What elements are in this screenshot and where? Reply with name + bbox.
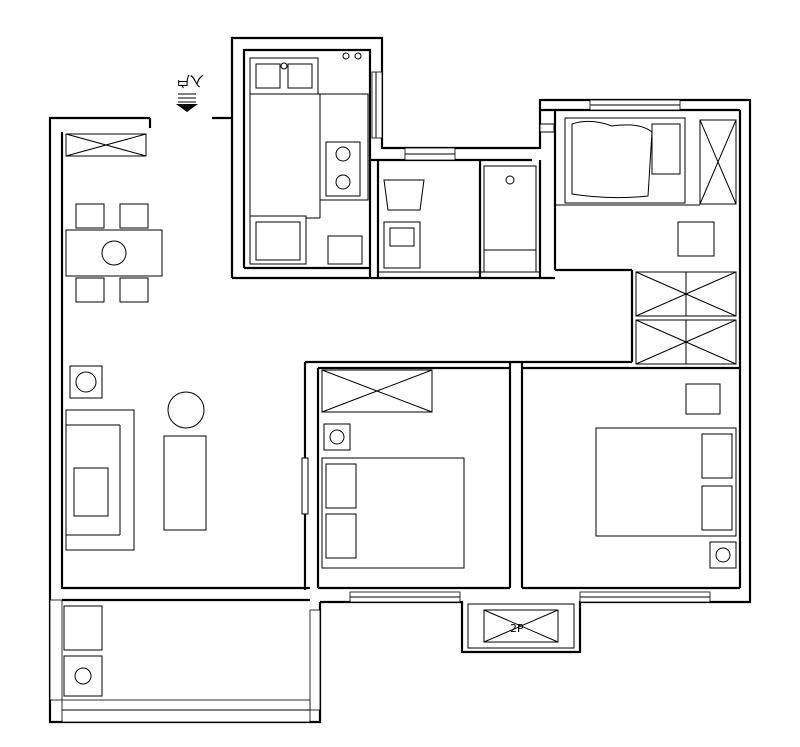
entrance-label: 入户 [176,72,204,89]
bedroom-northeast [539,117,737,257]
bedroom-south-center [301,369,465,569]
wardrobes [635,271,737,365]
kitchen [249,52,369,265]
living-room [65,365,207,551]
ac-unit: 2P [467,603,575,649]
bedroom-southeast [595,383,737,569]
entrance-arrow-icon [176,93,198,112]
entrance: 入户 [176,72,204,112]
dining-area [65,133,163,303]
windows [49,71,711,723]
balcony [63,605,103,697]
ac-label: 2P [510,622,524,635]
bathroom [383,165,537,273]
